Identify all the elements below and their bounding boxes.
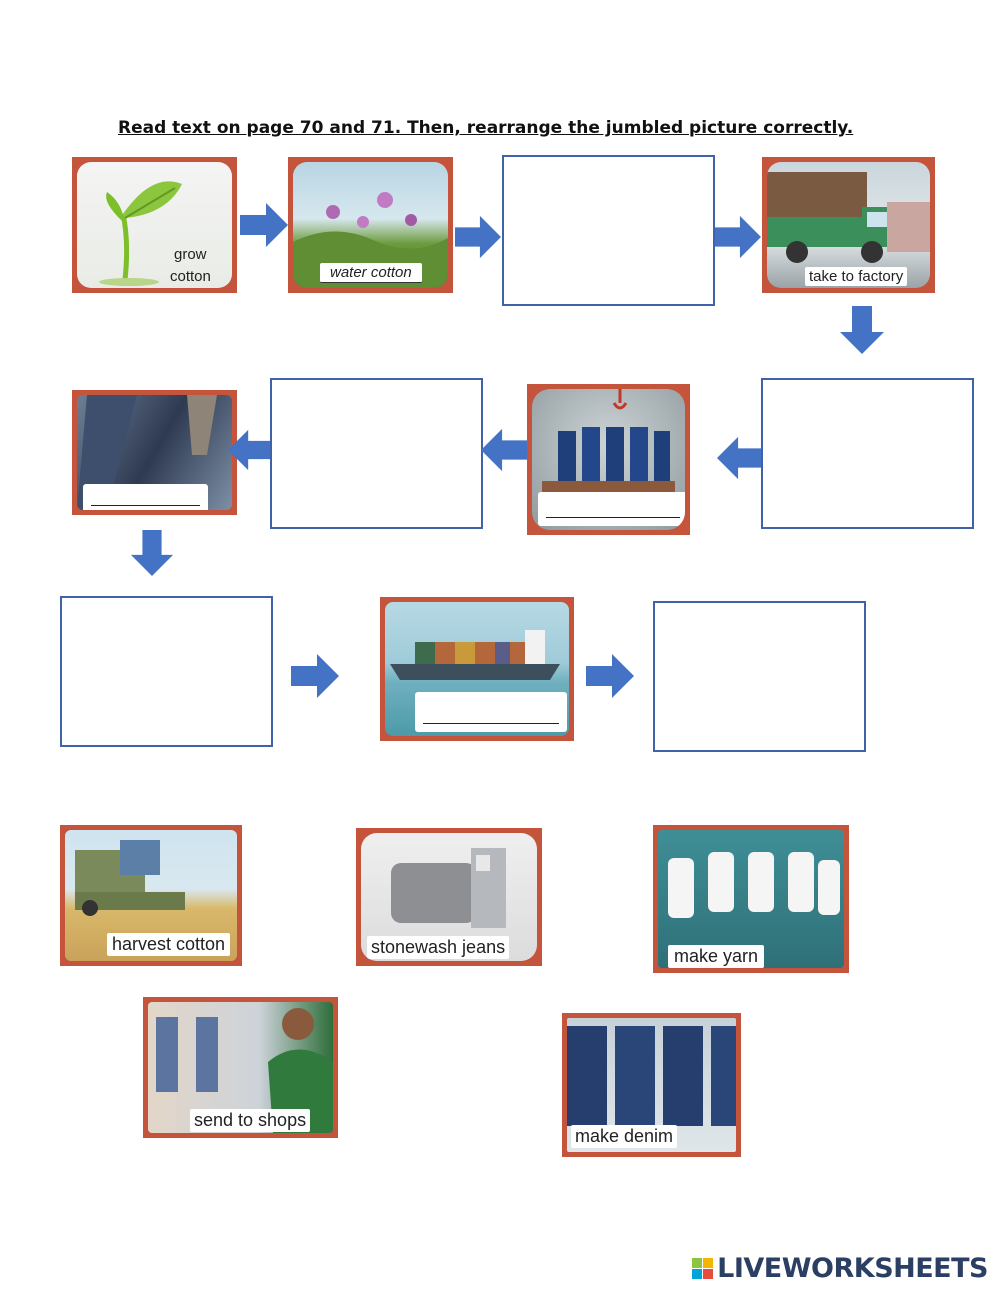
harvest-cotton-label: harvest cotton <box>107 933 231 956</box>
bank-send-to-shops[interactable]: send to shops <box>143 997 338 1138</box>
drop-box-4[interactable] <box>60 596 273 747</box>
denim-rolls-icon <box>567 1026 736 1126</box>
arrow-right-2 <box>455 215 501 259</box>
container-ship-icon <box>390 630 560 680</box>
arrow-left-3 <box>717 436 763 480</box>
card-water-cotton: water cotton <box>288 157 453 293</box>
card-dyeing <box>527 384 690 535</box>
water-cotton-label: water cotton <box>320 263 422 283</box>
drop-box-3[interactable] <box>761 378 974 529</box>
answer-blank-3[interactable] <box>415 692 567 732</box>
make-yarn-label: make yarn <box>668 945 765 968</box>
brand-badge-icon <box>692 1258 714 1279</box>
liveworksheets-logo: LIVEWORKSHEETS <box>692 1253 988 1284</box>
stonewash-jeans-label: stonewash jeans <box>367 936 510 959</box>
arrow-right-3 <box>715 215 761 259</box>
take-to-factory-label: take to factory <box>805 267 908 286</box>
send-to-shops-label: send to shops <box>190 1109 311 1132</box>
sewing-machine-icon <box>77 395 217 510</box>
drop-box-1[interactable] <box>502 155 715 306</box>
card-shipping <box>380 597 574 741</box>
yarn-spools-icon <box>668 852 840 918</box>
grow-label-line2: cotton <box>170 268 211 285</box>
bank-harvest-cotton[interactable]: harvest cotton <box>60 825 242 966</box>
arrow-right-5 <box>585 654 635 698</box>
arrow-left-1 <box>228 428 272 472</box>
instruction-text: Read text on page 70 and 71. Then, rearr… <box>118 118 854 138</box>
drop-box-2[interactable] <box>270 378 483 529</box>
brand-name: LIVEWORKSHEETS <box>717 1253 988 1284</box>
card-take-to-factory: take to factory <box>762 157 935 293</box>
arrow-right-1 <box>240 203 288 247</box>
arrow-left-2 <box>481 428 527 472</box>
answer-blank-1[interactable] <box>83 484 208 510</box>
bank-make-yarn[interactable]: make yarn <box>653 825 849 973</box>
cotton-plant-icon <box>99 181 182 286</box>
answer-blank-2[interactable] <box>538 492 685 526</box>
card-grow-cotton: grow cotton <box>72 157 237 293</box>
make-denim-label: make denim <box>571 1125 678 1148</box>
grow-label-line1: grow <box>174 246 207 263</box>
truck-icon <box>767 172 930 263</box>
bank-stonewash-jeans[interactable]: stonewash jeans <box>356 828 542 966</box>
washing-machine-icon <box>391 848 506 928</box>
drop-box-5[interactable] <box>653 601 866 752</box>
bank-make-denim[interactable]: make denim <box>562 1013 741 1157</box>
arrow-down-2 <box>130 530 174 576</box>
card-sewing-jeans <box>72 390 237 515</box>
arrow-right-4 <box>290 654 340 698</box>
arrow-down-1 <box>839 306 885 354</box>
harvester-icon <box>75 840 185 916</box>
